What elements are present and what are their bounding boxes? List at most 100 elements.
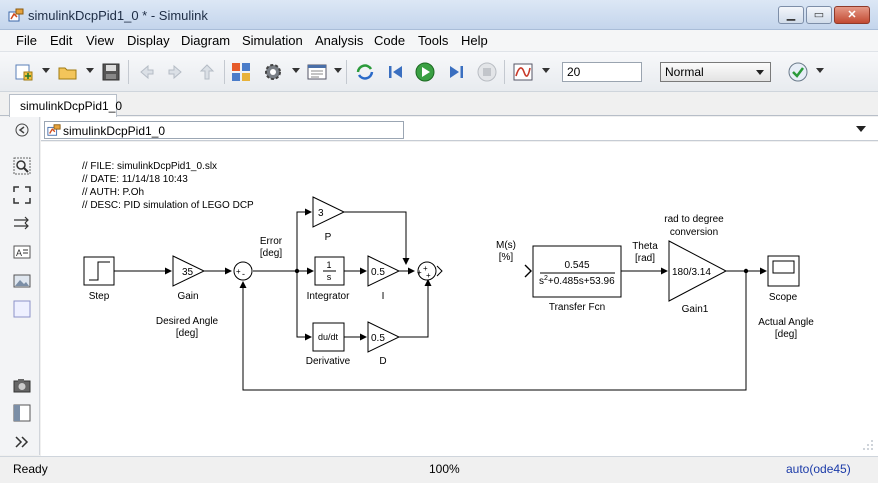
status-solver[interactable]: auto(ode45) xyxy=(786,462,851,476)
annotation-file[interactable]: // FILE: simulinkDcpPid1_0.slx xyxy=(82,161,217,172)
resize-grip-icon[interactable] xyxy=(863,440,873,450)
tab-model[interactable]: simulinkDcpPid1_0 xyxy=(9,94,122,117)
integrator-label: Integrator xyxy=(307,291,350,302)
open-dropdown-icon[interactable] xyxy=(86,68,94,73)
forward-arrow-icon[interactable] xyxy=(166,62,186,82)
annotation-auth[interactable]: // AUTH: P.Oh xyxy=(82,187,144,198)
desired-angle-label: Desired Angle xyxy=(156,316,219,327)
up-arrow-icon[interactable] xyxy=(197,62,217,82)
library-browser-icon[interactable] xyxy=(231,62,251,82)
close-icon: ✕ xyxy=(847,9,857,21)
close-button[interactable]: ✕ xyxy=(834,6,870,24)
status-bar: Ready 100% auto(ode45) xyxy=(0,456,878,483)
ms-unit: [%] xyxy=(499,252,514,263)
simulation-mode-select[interactable]: Normal xyxy=(660,62,771,82)
simulation-mode-value: Normal xyxy=(665,65,704,79)
d-gain-block[interactable]: 0.5 D xyxy=(367,321,401,367)
transfer-fcn-block[interactable]: 0.545 s2+0.485s+53.96 Transfer Fcn xyxy=(532,245,622,313)
menu-file[interactable]: File xyxy=(16,33,37,48)
signal-lines[interactable] xyxy=(114,208,767,391)
menu-code[interactable]: Code xyxy=(374,33,406,48)
address-bar: simulinkDcpPid1_0 xyxy=(41,117,878,141)
gear-icon[interactable] xyxy=(263,62,283,82)
error-unit: [deg] xyxy=(260,248,282,259)
theta-unit: [rad] xyxy=(635,253,655,264)
model-config-icon[interactable] xyxy=(307,62,327,82)
address-dropdown-icon[interactable] xyxy=(856,126,866,132)
menu-diagram[interactable]: Diagram xyxy=(181,33,231,48)
new-dropdown-icon[interactable] xyxy=(42,68,50,73)
data-inspector-icon[interactable] xyxy=(513,62,533,82)
simulink-icon xyxy=(8,8,24,22)
area-icon[interactable] xyxy=(13,300,31,318)
status-zoom: 100% xyxy=(429,462,460,476)
maximize-button[interactable]: ▭ xyxy=(806,6,832,24)
hide-browser-icon[interactable] xyxy=(13,121,31,139)
new-model-icon[interactable] xyxy=(14,62,34,82)
menu-view[interactable]: View xyxy=(86,33,114,48)
menu-help[interactable]: Help xyxy=(461,33,488,48)
scope-label: Scope xyxy=(769,292,798,303)
branch-point-error xyxy=(294,268,300,274)
desired-angle-unit: [deg] xyxy=(176,328,198,339)
step-block[interactable]: Step xyxy=(83,256,115,302)
model-browser-icon[interactable] xyxy=(13,404,31,422)
tab-bar: simulinkDcpPid1_0 xyxy=(0,92,878,117)
expand-icon[interactable] xyxy=(13,433,31,451)
annotation-desc[interactable]: // DESC: PID simulation of LEGO DCP xyxy=(82,200,254,211)
actual-angle-unit: [deg] xyxy=(775,329,797,340)
save-icon[interactable] xyxy=(101,62,121,82)
menu-display[interactable]: Display xyxy=(127,33,170,48)
gain-block[interactable]: 35 Gain xyxy=(172,255,206,302)
model-advisor-check-icon[interactable] xyxy=(788,62,808,82)
sum-block-pid[interactable]: + + + xyxy=(417,261,443,281)
annotation-date[interactable]: // DATE: 11/14/18 10:43 xyxy=(82,174,188,185)
stop-time-input[interactable] xyxy=(562,62,642,82)
sum2-top: + xyxy=(423,264,428,273)
annotation-icon[interactable]: A xyxy=(13,243,31,261)
menu-tools[interactable]: Tools xyxy=(418,33,449,48)
breadcrumb-label: simulinkDcpPid1_0 xyxy=(63,124,166,138)
back-arrow-icon[interactable] xyxy=(136,62,156,82)
step-back-icon[interactable] xyxy=(386,62,406,82)
p-label: P xyxy=(325,232,332,243)
menu-edit[interactable]: Edit xyxy=(50,33,73,48)
derivative-block[interactable]: du/dt Derivative xyxy=(306,322,351,367)
step-forward-icon[interactable] xyxy=(446,62,466,82)
gain1-block[interactable]: 180/3.14 Gain1 xyxy=(668,240,728,315)
model-canvas[interactable]: // FILE: simulinkDcpPid1_0.slx // DATE: … xyxy=(41,142,878,456)
stop-icon[interactable] xyxy=(477,62,497,82)
inspector-dropdown-icon[interactable] xyxy=(542,68,550,73)
scope-block[interactable]: Scope xyxy=(767,255,800,303)
config-dropdown-icon[interactable] xyxy=(334,68,342,73)
menu-analysis[interactable]: Analysis xyxy=(315,33,364,48)
conversion-note-2: conversion xyxy=(670,227,718,238)
advisor-dropdown-icon[interactable] xyxy=(816,68,824,73)
i-gain-block[interactable]: 0.5 I xyxy=(367,255,401,302)
zoom-icon[interactable] xyxy=(13,157,31,175)
line-feedback xyxy=(239,271,747,391)
menu-simulation[interactable]: Simulation xyxy=(242,33,303,48)
chevron-down-icon xyxy=(756,70,764,75)
sum2-mid: + xyxy=(417,268,422,277)
inport-arrow xyxy=(524,264,532,278)
minimize-icon: ▁ xyxy=(786,9,796,21)
screenshot-icon[interactable] xyxy=(13,376,31,394)
open-folder-icon[interactable] xyxy=(58,62,78,82)
line-p-sum2 xyxy=(344,211,410,265)
error-label: Error xyxy=(260,236,283,247)
sum-block-error[interactable]: + - xyxy=(233,261,253,281)
integrator-block[interactable]: 1 s Integrator xyxy=(307,256,350,302)
breadcrumb[interactable]: simulinkDcpPid1_0 xyxy=(44,121,404,139)
conversion-note-1: rad to degree xyxy=(664,214,724,225)
update-diagram-icon[interactable] xyxy=(355,62,375,82)
settings-dropdown-icon[interactable] xyxy=(292,68,300,73)
branch-point-output xyxy=(743,268,749,274)
minimize-button[interactable]: ▁ xyxy=(778,6,804,24)
run-icon[interactable] xyxy=(415,62,435,82)
arrows-icon[interactable] xyxy=(13,214,31,232)
image-icon[interactable] xyxy=(13,272,31,290)
fit-to-view-icon[interactable] xyxy=(13,186,31,204)
p-gain-block[interactable]: 3 P xyxy=(312,196,346,243)
sum1-plus: + xyxy=(236,267,241,276)
